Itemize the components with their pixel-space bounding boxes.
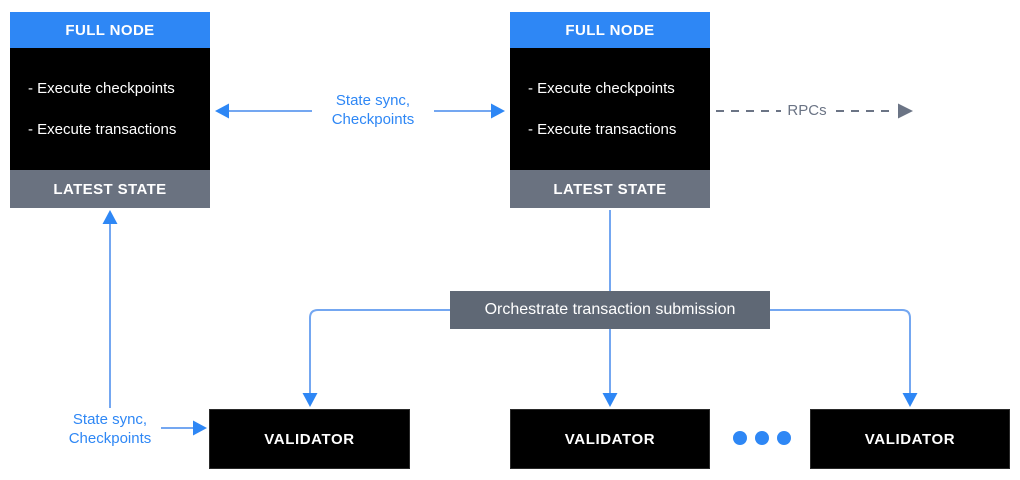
validator-sync-label-line2: Checkpoints — [68, 430, 152, 447]
full-node-right-box: FULL NODE - Execute checkpoints - Execut… — [510, 12, 710, 208]
arrowhead-right-icon — [491, 103, 505, 119]
node-sync-label-line2: Checkpoints — [331, 111, 415, 128]
more-validators-ellipsis — [733, 431, 791, 445]
arrowhead-down-left-icon — [302, 393, 318, 407]
validator-sync-label-line1: State sync, — [72, 411, 148, 428]
ellipsis-dot-icon — [755, 431, 769, 445]
arrowhead-left-icon — [215, 103, 229, 119]
full-node-right-title: FULL NODE — [510, 12, 710, 48]
validator-1-box: VALIDATOR — [209, 409, 410, 469]
validator-3-box: VALIDATOR — [810, 409, 1010, 469]
arrowhead-up-icon — [102, 210, 118, 224]
full-node-left-title: FULL NODE — [10, 12, 210, 48]
arrowhead-down-center-icon — [602, 393, 618, 407]
full-node-left-latest-state: LATEST STATE — [10, 170, 210, 208]
full-node-left-item-checkpoints: - Execute checkpoints — [28, 80, 175, 97]
full-node-left-box: FULL NODE - Execute checkpoints - Execut… — [10, 12, 210, 208]
rpcs-arrowhead-icon — [898, 103, 913, 119]
full-node-left-item-transactions: - Execute transactions — [28, 121, 177, 138]
ellipsis-dot-icon — [777, 431, 791, 445]
full-node-right-item-transactions: - Execute transactions — [528, 121, 677, 138]
rpcs-label: RPCs — [781, 101, 833, 120]
validator-sync-label: State sync, Checkpoints — [51, 410, 169, 448]
ellipsis-dot-icon — [733, 431, 747, 445]
arrowhead-down-right-icon — [902, 393, 918, 407]
orchestrator-left-elbow — [309, 309, 450, 395]
validator-2-box: VALIDATOR — [510, 409, 710, 469]
node-sync-label: State sync, Checkpoints — [312, 91, 434, 129]
full-node-left-body: - Execute checkpoints - Execute transact… — [10, 48, 210, 170]
full-node-right-body: - Execute checkpoints - Execute transact… — [510, 48, 710, 170]
orchestrator-right-elbow — [770, 309, 911, 395]
arrowhead-right-small-icon — [193, 420, 207, 436]
full-node-right-latest-state: LATEST STATE — [510, 170, 710, 208]
orchestrator-box: Orchestrate transaction submission — [450, 291, 770, 329]
node-sync-label-line1: State sync, — [335, 92, 411, 109]
full-node-right-item-checkpoints: - Execute checkpoints — [528, 80, 675, 97]
